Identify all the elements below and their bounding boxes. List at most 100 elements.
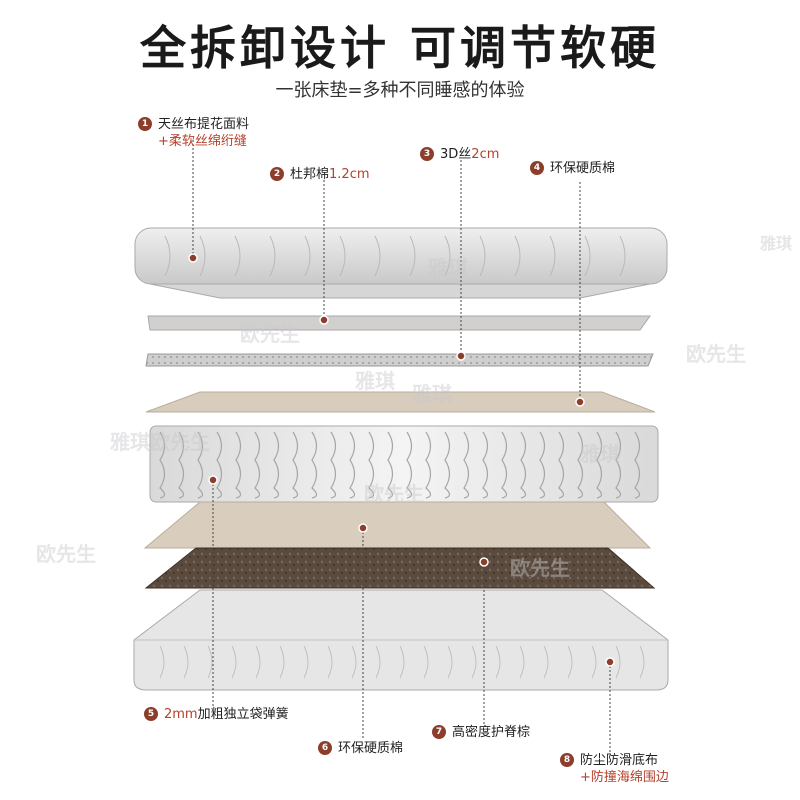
layer-dupont-cotton [147,315,651,331]
label-5-highlight: 2mm [164,707,198,722]
layer-quilted-top [134,227,668,299]
spring-coil [463,431,470,499]
spring-coil [311,431,318,499]
spring-coil [178,431,185,499]
watermark-3: 欧先生 [240,322,300,346]
spring-coil [406,431,413,499]
callout-dot-4 [575,397,585,407]
spring-coil [330,431,337,499]
spring-coil [368,431,375,499]
watermark-2: 雅琪 [428,256,468,280]
base-coil [447,645,453,679]
base-coil [423,645,429,679]
label-8-number: 8 [560,753,574,767]
base-coil [207,645,213,679]
base-coil [399,645,405,679]
label-3: 3 3D丝2cm [420,146,499,163]
label-8-text: 防尘防滑底布 [580,753,659,768]
label-5-text: 加粗独立袋弹簧 [197,707,289,722]
label-2: 2 杜邦棉1.2cm [270,166,370,183]
label-2-highlight: 1.2cm [329,167,370,182]
spring-coil [520,431,527,499]
layer-coir [144,547,656,589]
callout-dot-7 [479,557,489,567]
label-7: 7 高密度护脊棕 [432,724,530,741]
spring-coil [539,431,546,499]
base-coil [183,645,189,679]
watermark-4: 欧先生 [686,342,746,366]
spring-coil [482,431,489,499]
callout-dot-1 [188,253,198,263]
spring-coil [159,431,166,499]
spring-coil [577,431,584,499]
page-title: 全拆卸设计 可调节软硬 [139,21,660,75]
label-1-text: 天丝布提花面料 [158,117,250,132]
spring-coil [634,431,641,499]
base-coil [495,645,501,679]
base-coil [351,645,357,679]
label-8: 8 防尘防滑底布 +防撞海绵围边 [560,752,669,786]
label-5: 5 2mm加粗独立袋弹簧 [144,706,289,723]
base-coil [231,645,237,679]
base-coil [567,645,573,679]
label-6-text: 环保硬质棉 [338,741,404,756]
base-coil [255,645,261,679]
spring-coil [558,431,565,499]
spring-coil [615,431,622,499]
watermark-1: 雅琪 [760,234,793,253]
layer-base [133,589,669,691]
spring-coil [387,431,394,499]
watermark-10: 欧先生 [510,556,570,580]
base-coil [159,645,165,679]
label-3-highlight: 2cm [471,147,500,162]
label-4-text: 环保硬质棉 [550,161,616,176]
base-coil [543,645,549,679]
label-1-extra: +柔软丝绵绗缝 [158,134,247,149]
spring-coil [596,431,603,499]
label-2-text: 杜邦棉 [290,167,330,182]
watermark-6: 雅琪欧先生 [110,430,210,454]
spring-coil [254,431,261,499]
base-coil [519,645,525,679]
label-7-text: 高密度护脊棕 [452,725,531,740]
layer-hard-cotton-bottom [143,501,652,549]
base-coil [375,645,381,679]
spring-coil [235,431,242,499]
label-2-number: 2 [270,167,284,181]
spring-coil [197,431,204,499]
spring-coil [216,431,223,499]
label-1-number: 1 [138,117,152,131]
watermark-9: 欧先生 [36,542,96,566]
label-6-number: 6 [318,741,332,755]
base-coil [591,645,597,679]
callout-dot-3 [456,351,466,361]
label-4-number: 4 [530,161,544,175]
label-5-number: 5 [144,707,158,721]
watermark-5: 雅琪 [355,369,395,393]
callout-dot-8 [605,657,615,667]
spring-coil [292,431,299,499]
layer-hard-cotton-top [145,391,656,413]
label-8-extra: +防撞海绵围边 [580,770,669,785]
callout-dot-2 [319,315,329,325]
label-7-number: 7 [432,725,446,739]
watermark-11: 雅琪 [412,382,452,406]
label-1: 1 天丝布提花面料 +柔软丝绵绗缝 [138,116,249,150]
base-coil [471,645,477,679]
base-coil [615,645,621,679]
spring-coil [444,431,451,499]
page-subtitle: 一张床垫=多种不同睡感的体验 [275,80,525,101]
spring-coil [273,431,280,499]
label-6: 6 环保硬质棉 [318,740,403,757]
base-coil [303,645,309,679]
base-coil [327,645,333,679]
label-3-number: 3 [420,147,434,161]
base-coil [279,645,285,679]
label-3-text: 3D丝 [440,147,472,162]
spring-coil [501,431,508,499]
spring-coil [425,431,432,499]
spring-coil [349,431,356,499]
watermark-8: 欧先生 [364,482,424,506]
